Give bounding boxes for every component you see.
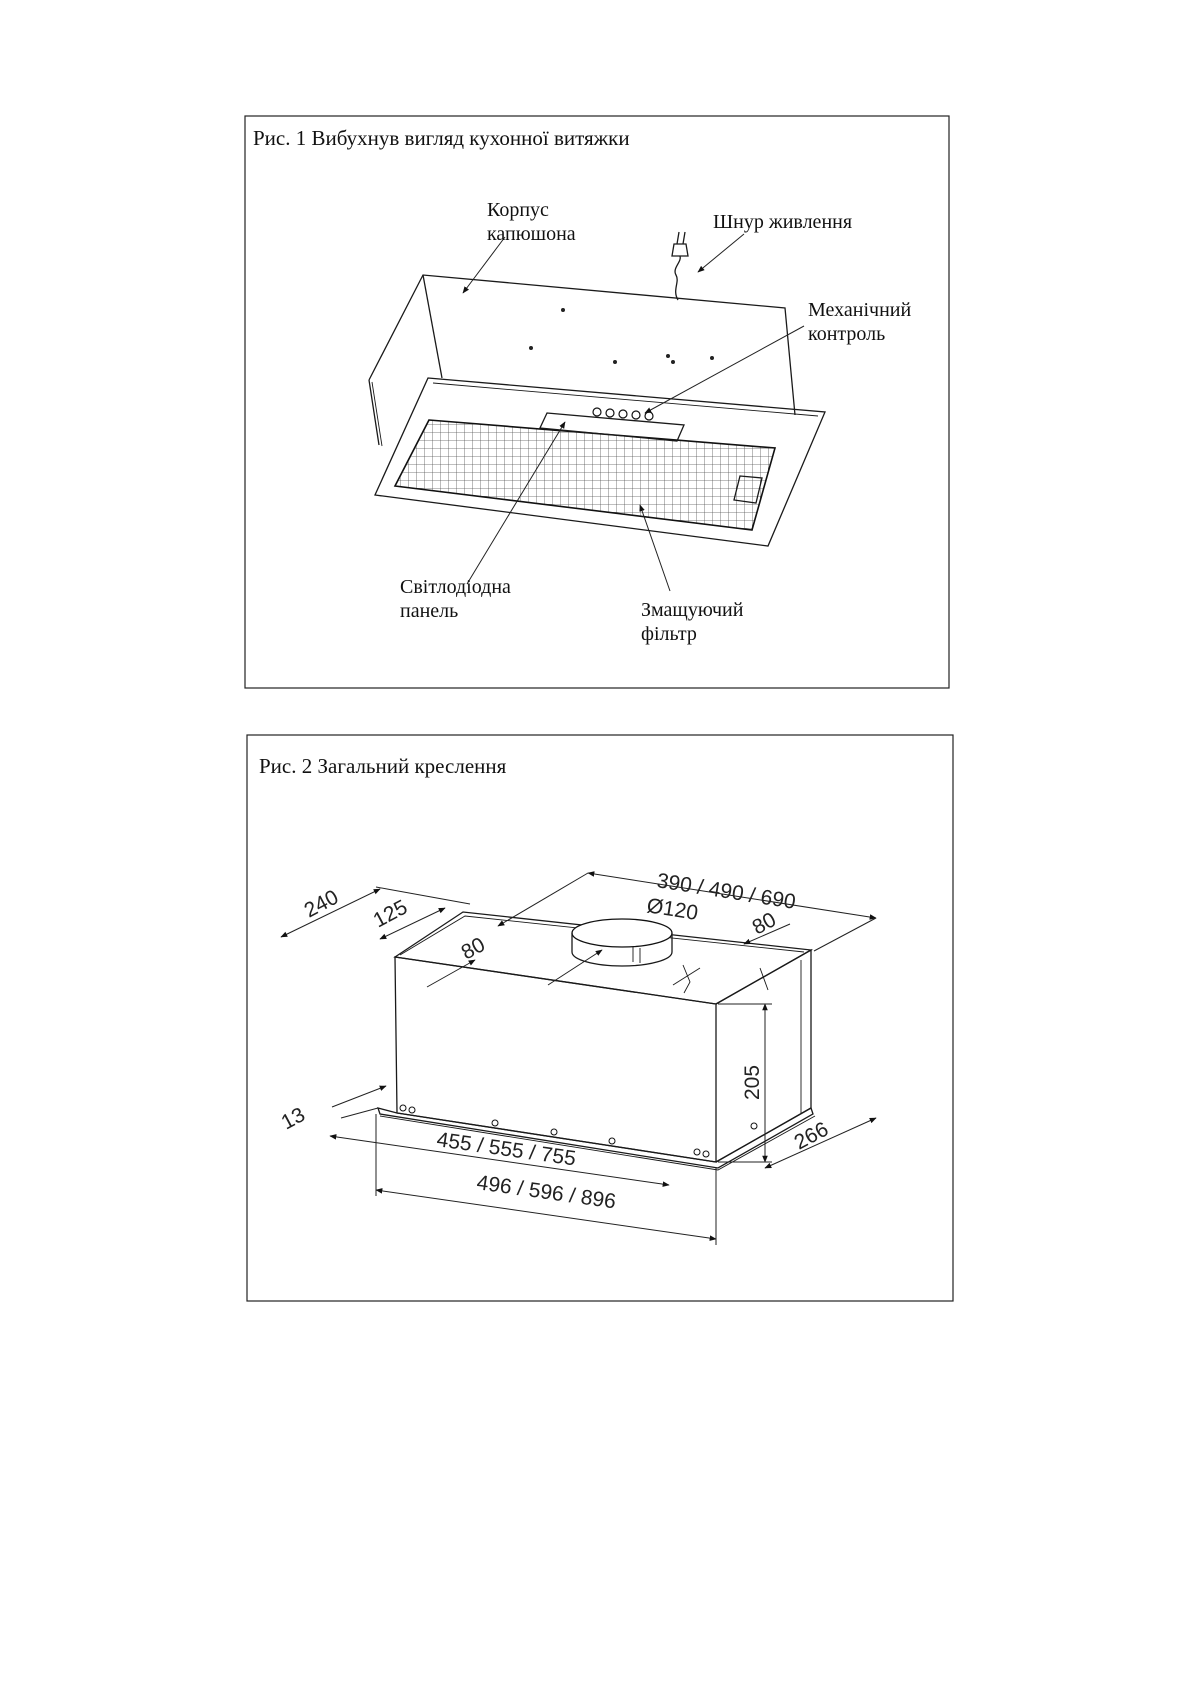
label-led-panel-2: панель [400, 600, 458, 622]
hood-body-top [369, 275, 795, 415]
label-mech-control-2: контроль [808, 323, 885, 345]
figure-2-frame [247, 735, 953, 1301]
figure-2-title: Рис. 2 Загальний креслення [259, 754, 507, 778]
control-button [619, 410, 627, 418]
label-hood-body-2: капюшона [487, 223, 576, 245]
figure-1-frame [245, 116, 949, 688]
hood-body-side [369, 380, 379, 445]
control-button [593, 408, 601, 416]
label-led-panel: Світлодіодна [400, 576, 511, 598]
figure-2: Рис. 2 Загальний креслення [247, 735, 953, 1301]
grease-filter [395, 420, 775, 530]
dim-rear-80: 80 [749, 908, 780, 939]
control-button [645, 412, 653, 420]
label-mech-control: Механічний [808, 299, 911, 321]
dim-front-80: 80 [458, 933, 489, 964]
power-cord [675, 256, 680, 300]
label-grease-filter-2: фільтр [641, 623, 697, 645]
control-button [606, 409, 614, 417]
dim-240: 240 [301, 886, 343, 923]
dim-13: 13 [278, 1103, 309, 1134]
dim-duct-diameter: Ø120 [645, 894, 699, 925]
figure-1-title: Рис. 1 Вибухнув вигляд кухонної витяжки [253, 126, 630, 150]
label-power-cord: Шнур живлення [713, 211, 852, 233]
hood-drawing [369, 232, 825, 546]
control-button [632, 411, 640, 419]
plug [672, 244, 688, 256]
duct-collar [572, 919, 672, 947]
dim-height-205: 205 [741, 1065, 764, 1100]
figure-1: Рис. 1 Вибухнув вигляд кухонної витяжки [245, 116, 949, 688]
label-grease-filter: Змащуючий [641, 599, 744, 621]
hood-body-edge [423, 275, 442, 378]
label-hood-body: Корпус [487, 199, 549, 221]
